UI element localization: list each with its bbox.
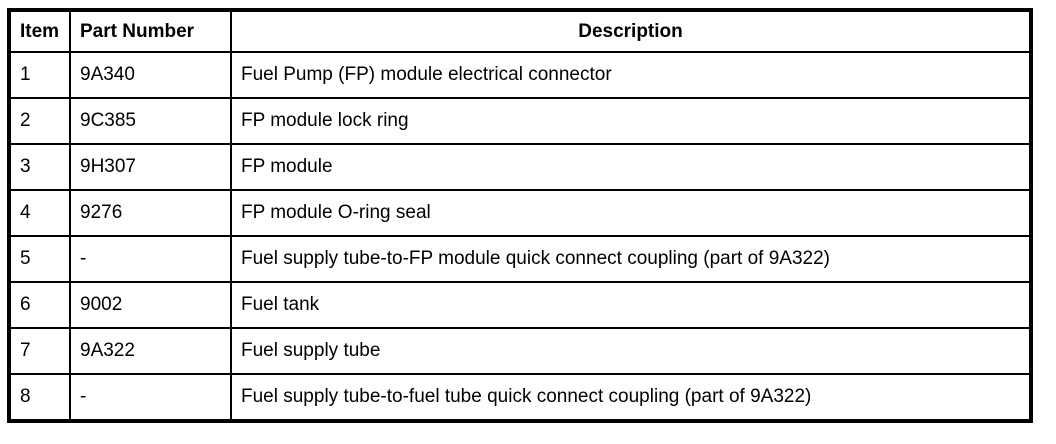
table-row: 5-Fuel supply tube-to-FP module quick co… — [8, 235, 1032, 283]
cell-part_number: 9A322 — [69, 327, 232, 375]
cell-part_number: 9A340 — [69, 51, 232, 99]
cell-part_number: 9276 — [69, 189, 232, 237]
table-row: 8-Fuel supply tube-to-fuel tube quick co… — [8, 373, 1032, 422]
column-header-item: Item — [8, 9, 71, 53]
cell-part_number: 9C385 — [69, 97, 232, 145]
cell-description: Fuel supply tube-to-fuel tube quick conn… — [230, 373, 1032, 422]
column-header-description: Description — [230, 9, 1032, 53]
cell-item: 7 — [8, 327, 71, 375]
cell-part_number: - — [69, 373, 232, 422]
cell-description: FP module lock ring — [230, 97, 1032, 145]
cell-part_number: 9002 — [69, 281, 232, 329]
cell-item: 1 — [8, 51, 71, 99]
cell-part_number: - — [69, 235, 232, 283]
table-header-row: Item Part Number Description — [8, 9, 1032, 53]
cell-description: Fuel supply tube — [230, 327, 1032, 375]
cell-item: 5 — [8, 235, 71, 283]
cell-description: Fuel supply tube-to-FP module quick conn… — [230, 235, 1032, 283]
cell-part_number: 9H307 — [69, 143, 232, 191]
cell-item: 4 — [8, 189, 71, 237]
cell-item: 8 — [8, 373, 71, 422]
cell-description: Fuel tank — [230, 281, 1032, 329]
cell-item: 6 — [8, 281, 71, 329]
column-header-part-number: Part Number — [69, 9, 232, 53]
cell-description: FP module O-ring seal — [230, 189, 1032, 237]
cell-description: Fuel Pump (FP) module electrical connect… — [230, 51, 1032, 99]
cell-description: FP module — [230, 143, 1032, 191]
cell-item: 2 — [8, 97, 71, 145]
cell-item: 3 — [8, 143, 71, 191]
